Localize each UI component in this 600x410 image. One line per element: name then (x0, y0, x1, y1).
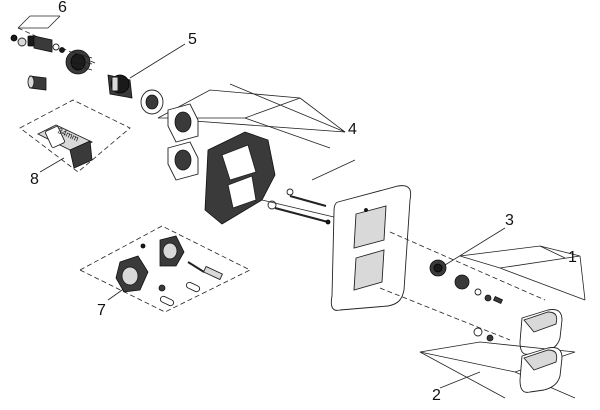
part-8-parts (19, 75, 131, 173)
callout-2: 2 (432, 387, 441, 404)
callout-7: 7 (97, 302, 106, 319)
callout-4: 4 (348, 121, 357, 138)
callout-5: 5 (188, 31, 197, 48)
part-3-parts (429, 227, 506, 305)
escutcheon-plate (330, 185, 546, 341)
callout-6: 6 (58, 0, 67, 16)
callout-3: 3 (505, 212, 514, 229)
part-4-group (157, 83, 356, 225)
part-2-handle (419, 327, 576, 399)
callout-8: 8 (30, 171, 39, 188)
part-1-handle (459, 245, 586, 355)
part-5-cartridge (65, 43, 186, 115)
callout-1: 1 (568, 249, 577, 266)
part-6-fittings (10, 15, 96, 64)
part-7-parts (79, 225, 251, 313)
